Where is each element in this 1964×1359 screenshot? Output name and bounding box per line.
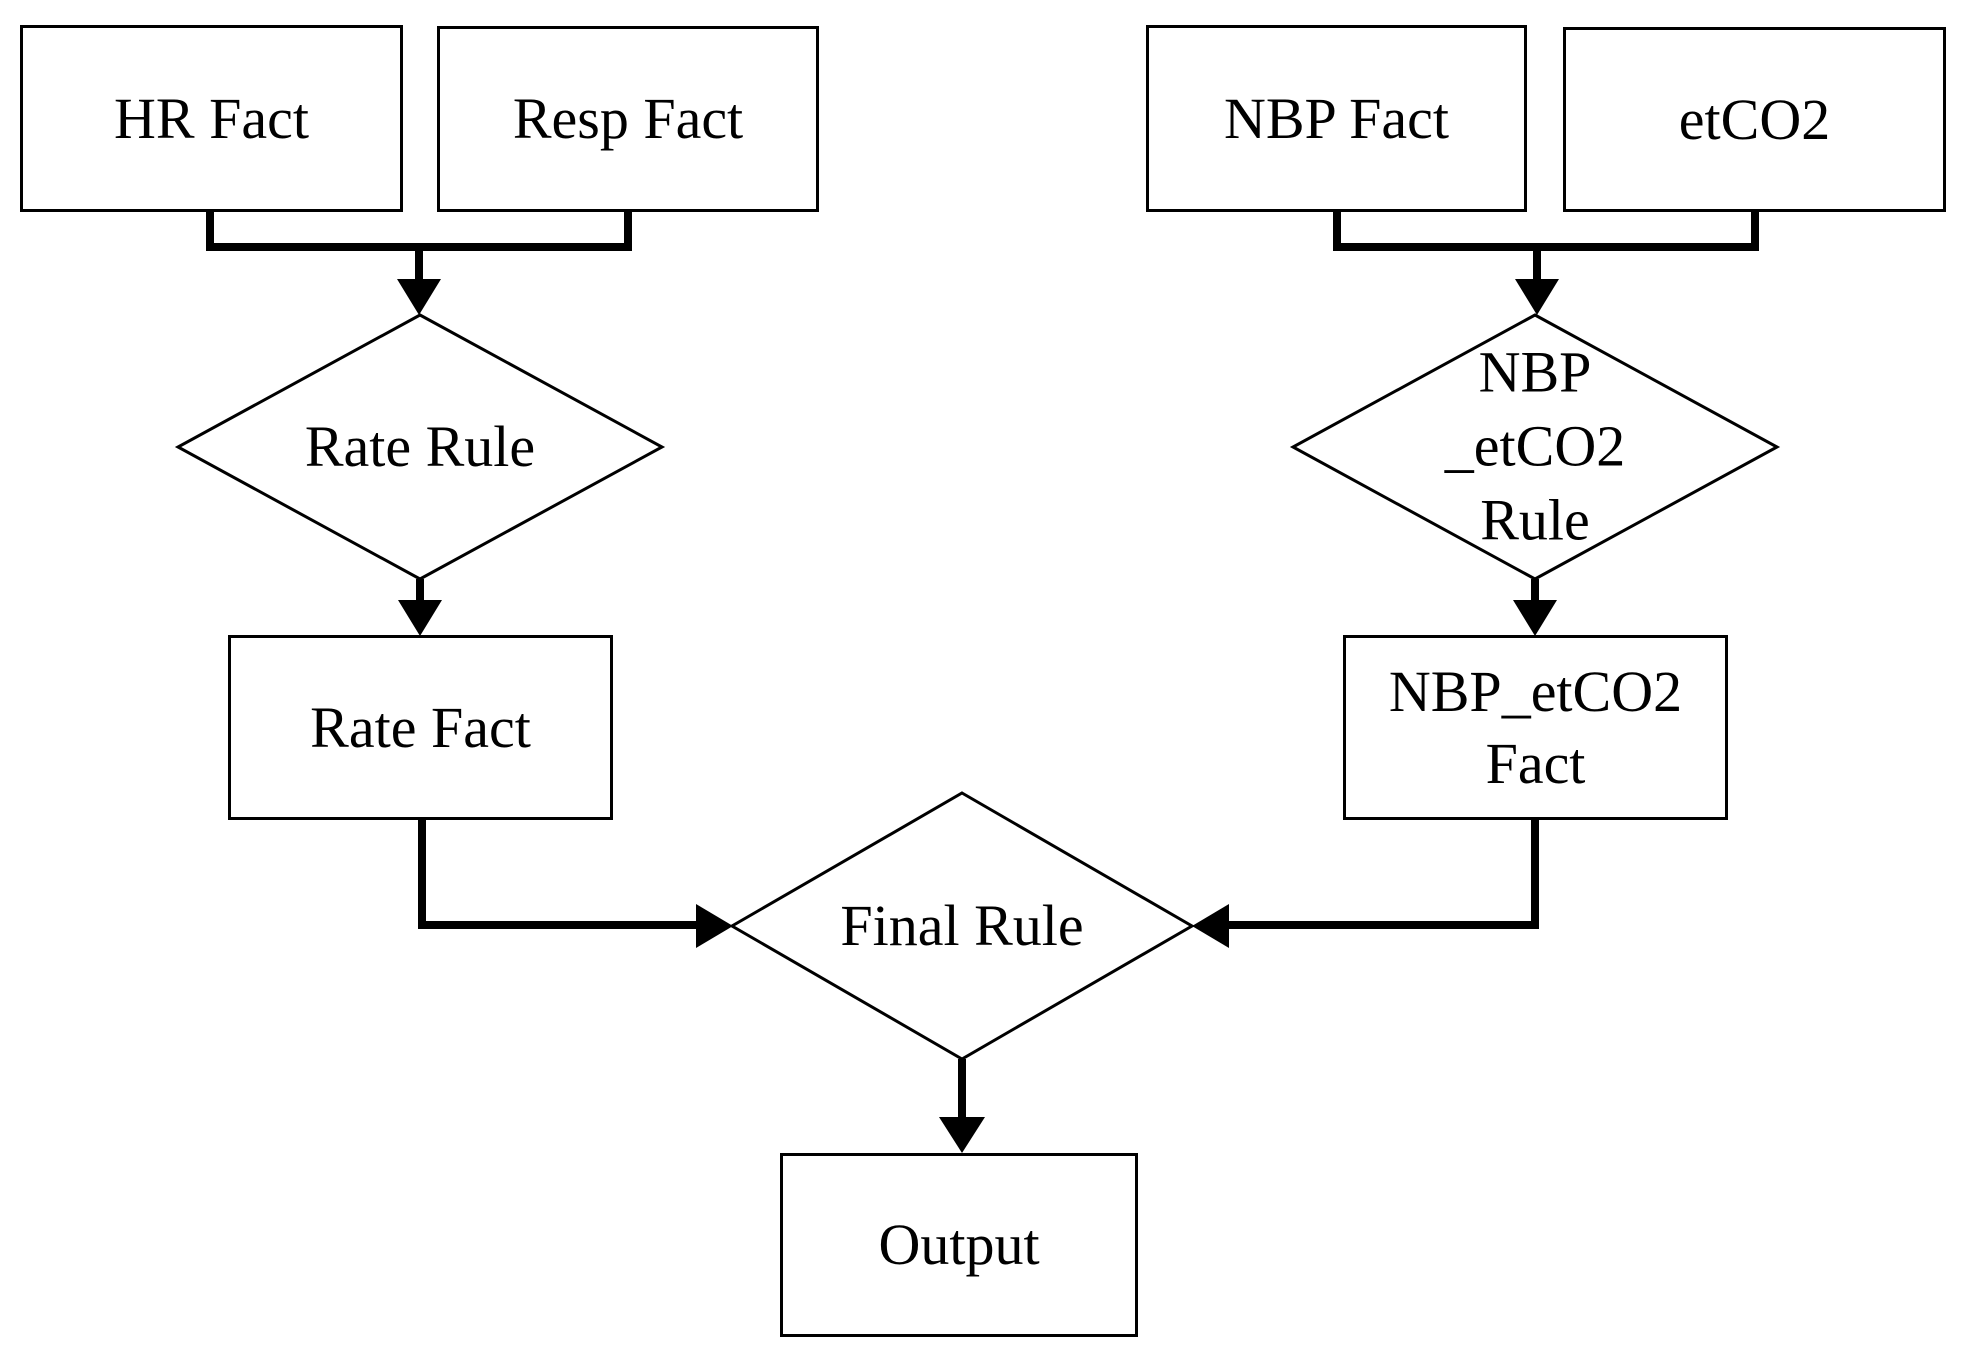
nbp-etco2-fact-label: NBP_etCO2 Fact <box>1389 656 1682 800</box>
hr-fact-box: HR Fact <box>20 25 403 212</box>
edge-to-nbp-rule-arrowhead <box>1515 279 1559 315</box>
nbp-fact-label: NBP Fact <box>1223 85 1450 151</box>
edge-nbp-rule-to-nbp-fact-arrowhead <box>1513 600 1557 636</box>
rate-rule-label: Rate Rule <box>305 410 535 484</box>
nbp-fact-box: NBP Fact <box>1146 25 1527 212</box>
nbp-etco2-rule-line1: NBP <box>1478 339 1592 405</box>
edge-rate-fact-to-final-rule-arrowhead <box>696 904 733 948</box>
nbp-etco2-rule-label: NBP _etCO2 Rule <box>1445 336 1625 559</box>
etco2-box: etCO2 <box>1563 27 1946 212</box>
edge-nbp-etco2-bracket <box>1333 212 1759 251</box>
output-box: Output <box>780 1153 1138 1337</box>
edge-nbp-fact-to-final-rule-arrowhead <box>1192 904 1229 948</box>
rate-rule-text: Rate Rule <box>304 413 536 479</box>
edge-hr-resp-bracket <box>206 212 632 251</box>
edge-rate-fact-to-final-rule <box>418 818 698 929</box>
final-rule-text: Final Rule <box>840 892 1084 958</box>
output-label: Output <box>878 1212 1040 1278</box>
rate-fact-box: Rate Fact <box>228 635 613 820</box>
resp-fact-label: Resp Fact <box>512 86 744 152</box>
final-rule-label: Final Rule <box>840 889 1083 963</box>
resp-fact-box: Resp Fact <box>437 26 819 212</box>
edge-rate-rule-to-rate-fact-arrowhead <box>398 600 442 636</box>
edge-nbp-fact-to-final-rule <box>1228 818 1539 929</box>
hr-fact-label: HR Fact <box>114 85 309 151</box>
nbp-etco2-rule-line2: _etCO2 <box>1444 413 1626 479</box>
etco2-label: etCO2 <box>1678 86 1831 152</box>
edge-to-rate-rule-arrowhead <box>397 279 441 315</box>
rate-fact-label: Rate Fact <box>310 694 531 760</box>
nbp-etco2-fact-box: NBP_etCO2 Fact <box>1343 635 1728 820</box>
edge-final-rule-to-output-arrowhead <box>939 1117 985 1153</box>
nbp-etco2-rule-line3: Rule <box>1480 488 1590 554</box>
nbp-etco2-fact-line1: NBP_etCO2 <box>1388 658 1683 724</box>
nbp-etco2-fact-line2: Fact <box>1485 730 1586 796</box>
